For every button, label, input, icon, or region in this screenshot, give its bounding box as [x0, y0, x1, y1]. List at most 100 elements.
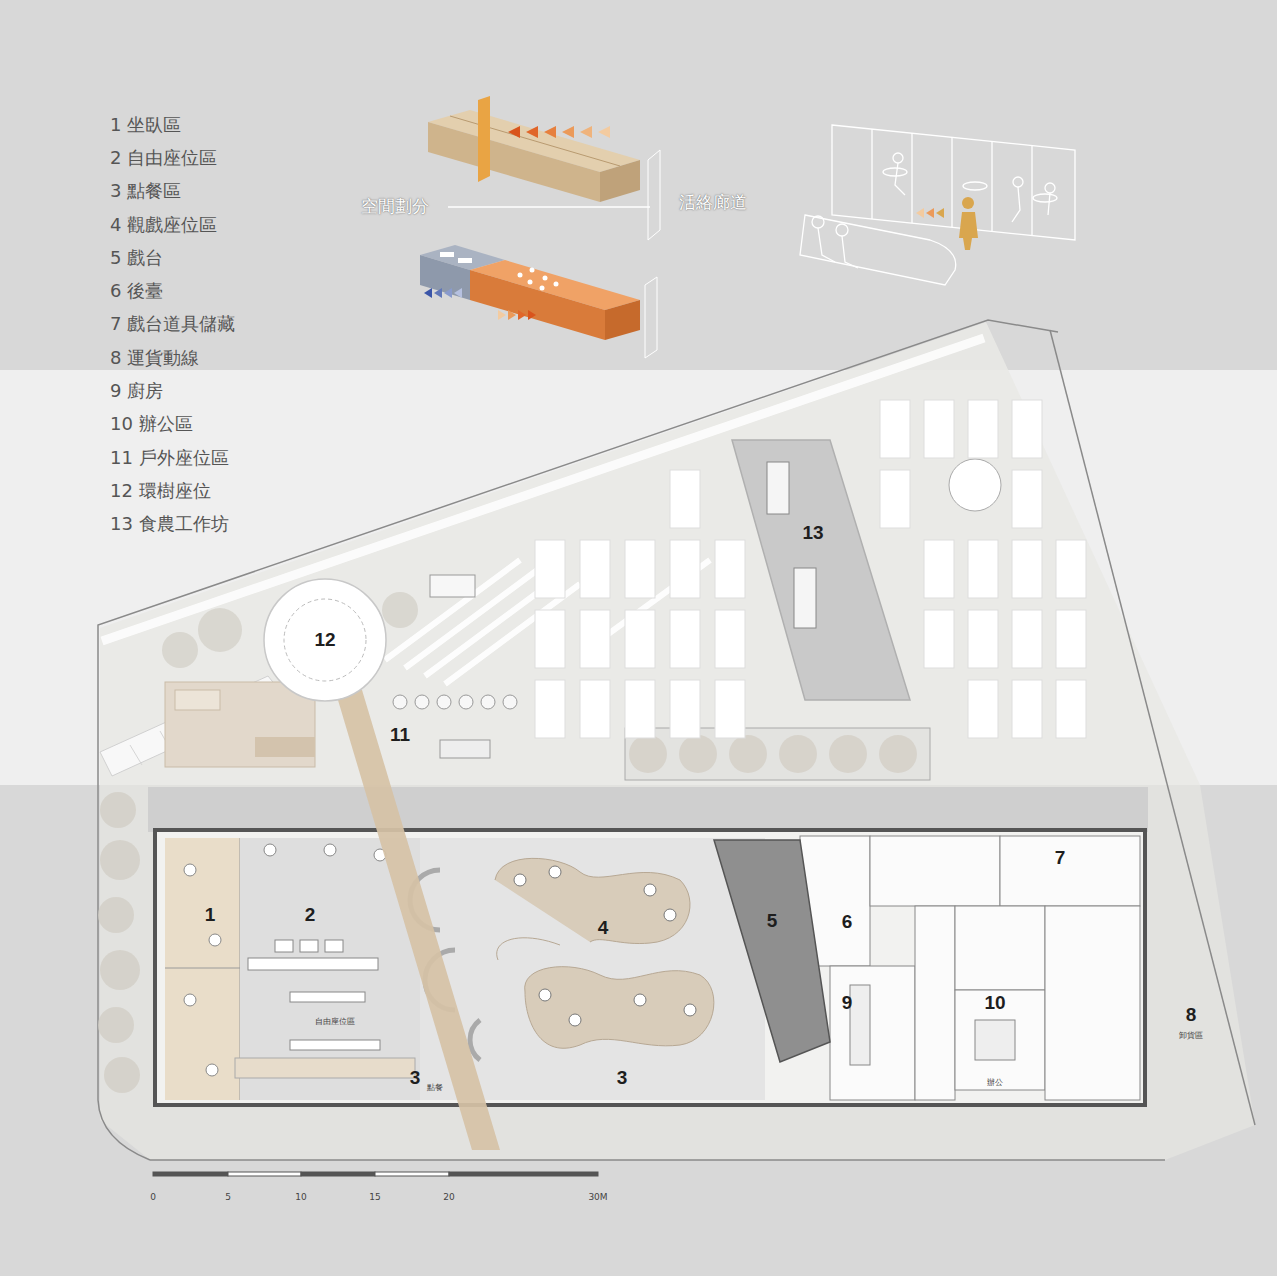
corridor-sketch — [800, 125, 1075, 285]
callout-number: 11 — [390, 724, 410, 746]
stage-platform: 5 — [714, 838, 832, 1064]
corridor-sketch — [871, 129, 872, 219]
farm-plot — [625, 680, 655, 738]
corridor-sketch — [991, 141, 992, 231]
farm-plot — [924, 610, 954, 668]
block-diagram — [543, 276, 548, 281]
room-note: 卸貨區 — [1179, 1031, 1203, 1040]
planter — [879, 735, 917, 773]
farm-plot — [535, 540, 565, 598]
tree — [98, 897, 134, 933]
farm-plot — [968, 400, 998, 458]
legend-item: 7 戲台道具儲藏 — [110, 314, 235, 335]
callout-number: 9 — [842, 992, 853, 1014]
block-diagram — [434, 288, 442, 298]
corridor-sketch — [1048, 193, 1050, 215]
scale-bar — [228, 1172, 301, 1176]
audience-zone — [634, 994, 646, 1006]
farm-plot — [715, 540, 745, 598]
planter — [729, 735, 767, 773]
corridor-sketch — [818, 228, 835, 262]
farm-plot — [670, 680, 700, 738]
block-diagram — [554, 282, 559, 287]
building — [155, 830, 1145, 1105]
planter — [629, 735, 667, 773]
block-diagram — [580, 126, 592, 138]
diagram-caption: 活絡廊道 — [679, 193, 747, 213]
scale-number: 10 — [295, 1192, 306, 1202]
planter — [679, 735, 717, 773]
block-diagram — [562, 126, 574, 138]
farm-plot — [670, 610, 700, 668]
legend-item: 5 戲台 — [110, 248, 163, 269]
round-bed — [949, 459, 1001, 511]
audience-zone — [525, 967, 714, 1049]
corridor-sketch — [836, 224, 848, 236]
block-diagram — [600, 160, 640, 202]
farm-plot — [670, 540, 700, 598]
planter — [829, 735, 867, 773]
scale-bar — [449, 1172, 598, 1176]
callout-number: 2 — [305, 904, 316, 926]
audience-zone — [664, 909, 676, 921]
corridor-sketch — [893, 153, 903, 163]
tree — [100, 950, 140, 990]
farm-plot — [1012, 400, 1042, 458]
building — [155, 830, 1145, 1105]
site-boundary — [150, 1159, 1165, 1161]
corridor-sketch — [1033, 194, 1057, 202]
free-seating-zone — [248, 958, 378, 970]
block-diagram — [424, 288, 432, 298]
audience-zone — [549, 866, 561, 878]
block-diagram — [598, 126, 610, 138]
block-diagram — [648, 150, 660, 240]
free-seating-zone — [264, 844, 276, 856]
outdoor-chair — [415, 695, 429, 709]
lounge-zone — [184, 994, 196, 1006]
audience-zone — [470, 1020, 480, 1060]
scale-number: 20 — [443, 1192, 454, 1202]
ring-seat — [284, 599, 366, 681]
block-diagram — [444, 288, 452, 298]
farm-plot — [535, 680, 565, 738]
block-diagram — [605, 300, 640, 340]
audience-zone — [644, 884, 656, 896]
block-diagram — [498, 310, 506, 320]
site-ground — [100, 322, 1255, 1160]
scale-number: 0 — [150, 1192, 156, 1202]
free-seating-zone — [275, 940, 293, 952]
wood-ramp — [335, 690, 500, 1150]
back-room — [850, 985, 870, 1065]
farm-plot — [968, 680, 998, 738]
block-diagram — [526, 126, 538, 138]
callout-number: 1 — [205, 904, 216, 926]
corridor-sketch — [800, 215, 956, 285]
corridor-sketch — [1031, 145, 1032, 235]
back-room — [800, 836, 1140, 1100]
corridor-sketch — [911, 133, 912, 223]
scale-bar — [153, 1172, 598, 1176]
callout-number: 12 — [314, 629, 335, 651]
back-room — [1000, 836, 1140, 906]
legend-item: 10 辦公區 — [110, 414, 193, 435]
walking-figure — [936, 208, 944, 218]
farm-plot — [625, 540, 655, 598]
room-note: 自由座位區 — [315, 1017, 355, 1026]
scale-number: 30M — [588, 1192, 607, 1202]
block-diagram — [508, 126, 520, 138]
lounge-zone — [165, 968, 240, 969]
corridor-sketch — [895, 163, 905, 195]
scale-bar — [301, 1172, 375, 1176]
tree-ring-seat: 12 — [262, 577, 388, 703]
tree — [98, 1007, 134, 1043]
callout-number: 6 — [842, 911, 853, 933]
corridor-sketch — [1012, 187, 1020, 222]
free-seating-zone — [290, 992, 365, 1002]
outdoor-chair — [393, 695, 407, 709]
farm-plot — [535, 610, 565, 668]
tree — [100, 792, 136, 828]
block-diagram — [540, 286, 545, 291]
walking-figure — [926, 208, 934, 218]
audience-zone — [497, 938, 560, 960]
